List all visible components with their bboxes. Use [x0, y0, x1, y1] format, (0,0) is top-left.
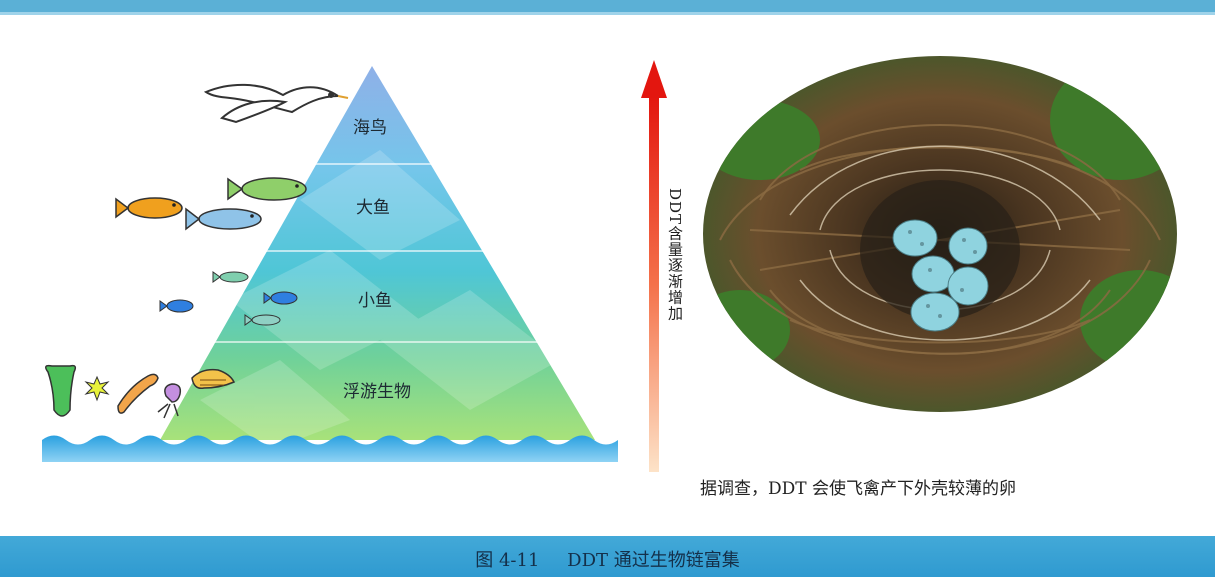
small-fish-2: [159, 299, 194, 313]
small-fish-1: [212, 271, 249, 283]
tier-label-big-fish: 大鱼: [356, 198, 390, 218]
plankton-icon: [45, 364, 236, 419]
big-fish-orange: [115, 197, 183, 219]
big-fish-green: [227, 177, 307, 201]
small-fish-3: [263, 291, 298, 305]
big-fish-blue: [185, 207, 262, 231]
figure-caption: 图 4-11 DDT 通过生物链富集: [0, 546, 1215, 572]
water-waves: [42, 435, 618, 462]
figure-caption-band: [0, 536, 1215, 577]
tier-label-small-fish: 小鱼: [358, 291, 392, 311]
figure-title: DDT 通过生物链富集: [567, 550, 740, 571]
seabird-icon: [203, 83, 349, 124]
photo-caption: 据调查，DDT 会使飞禽产下外壳较薄的卵: [700, 479, 1017, 499]
figure-number: 图 4-11: [475, 550, 540, 571]
tier-label-plankton: 浮游生物: [343, 382, 411, 402]
ddt-increase-caption: DDT含量逐渐增加: [666, 188, 684, 322]
fish-icon: [115, 177, 307, 326]
top-accent-bar: [0, 0, 1215, 12]
top-accent-line: [0, 12, 1215, 15]
food-pyramid: 海鸟 大鱼 小鱼 浮游生物: [160, 66, 595, 440]
up-arrow-icon: [641, 60, 667, 472]
bird-nest-photo: [703, 56, 1177, 412]
small-fish-4: [244, 314, 281, 326]
tier-label-seabird: 海鸟: [353, 118, 387, 138]
